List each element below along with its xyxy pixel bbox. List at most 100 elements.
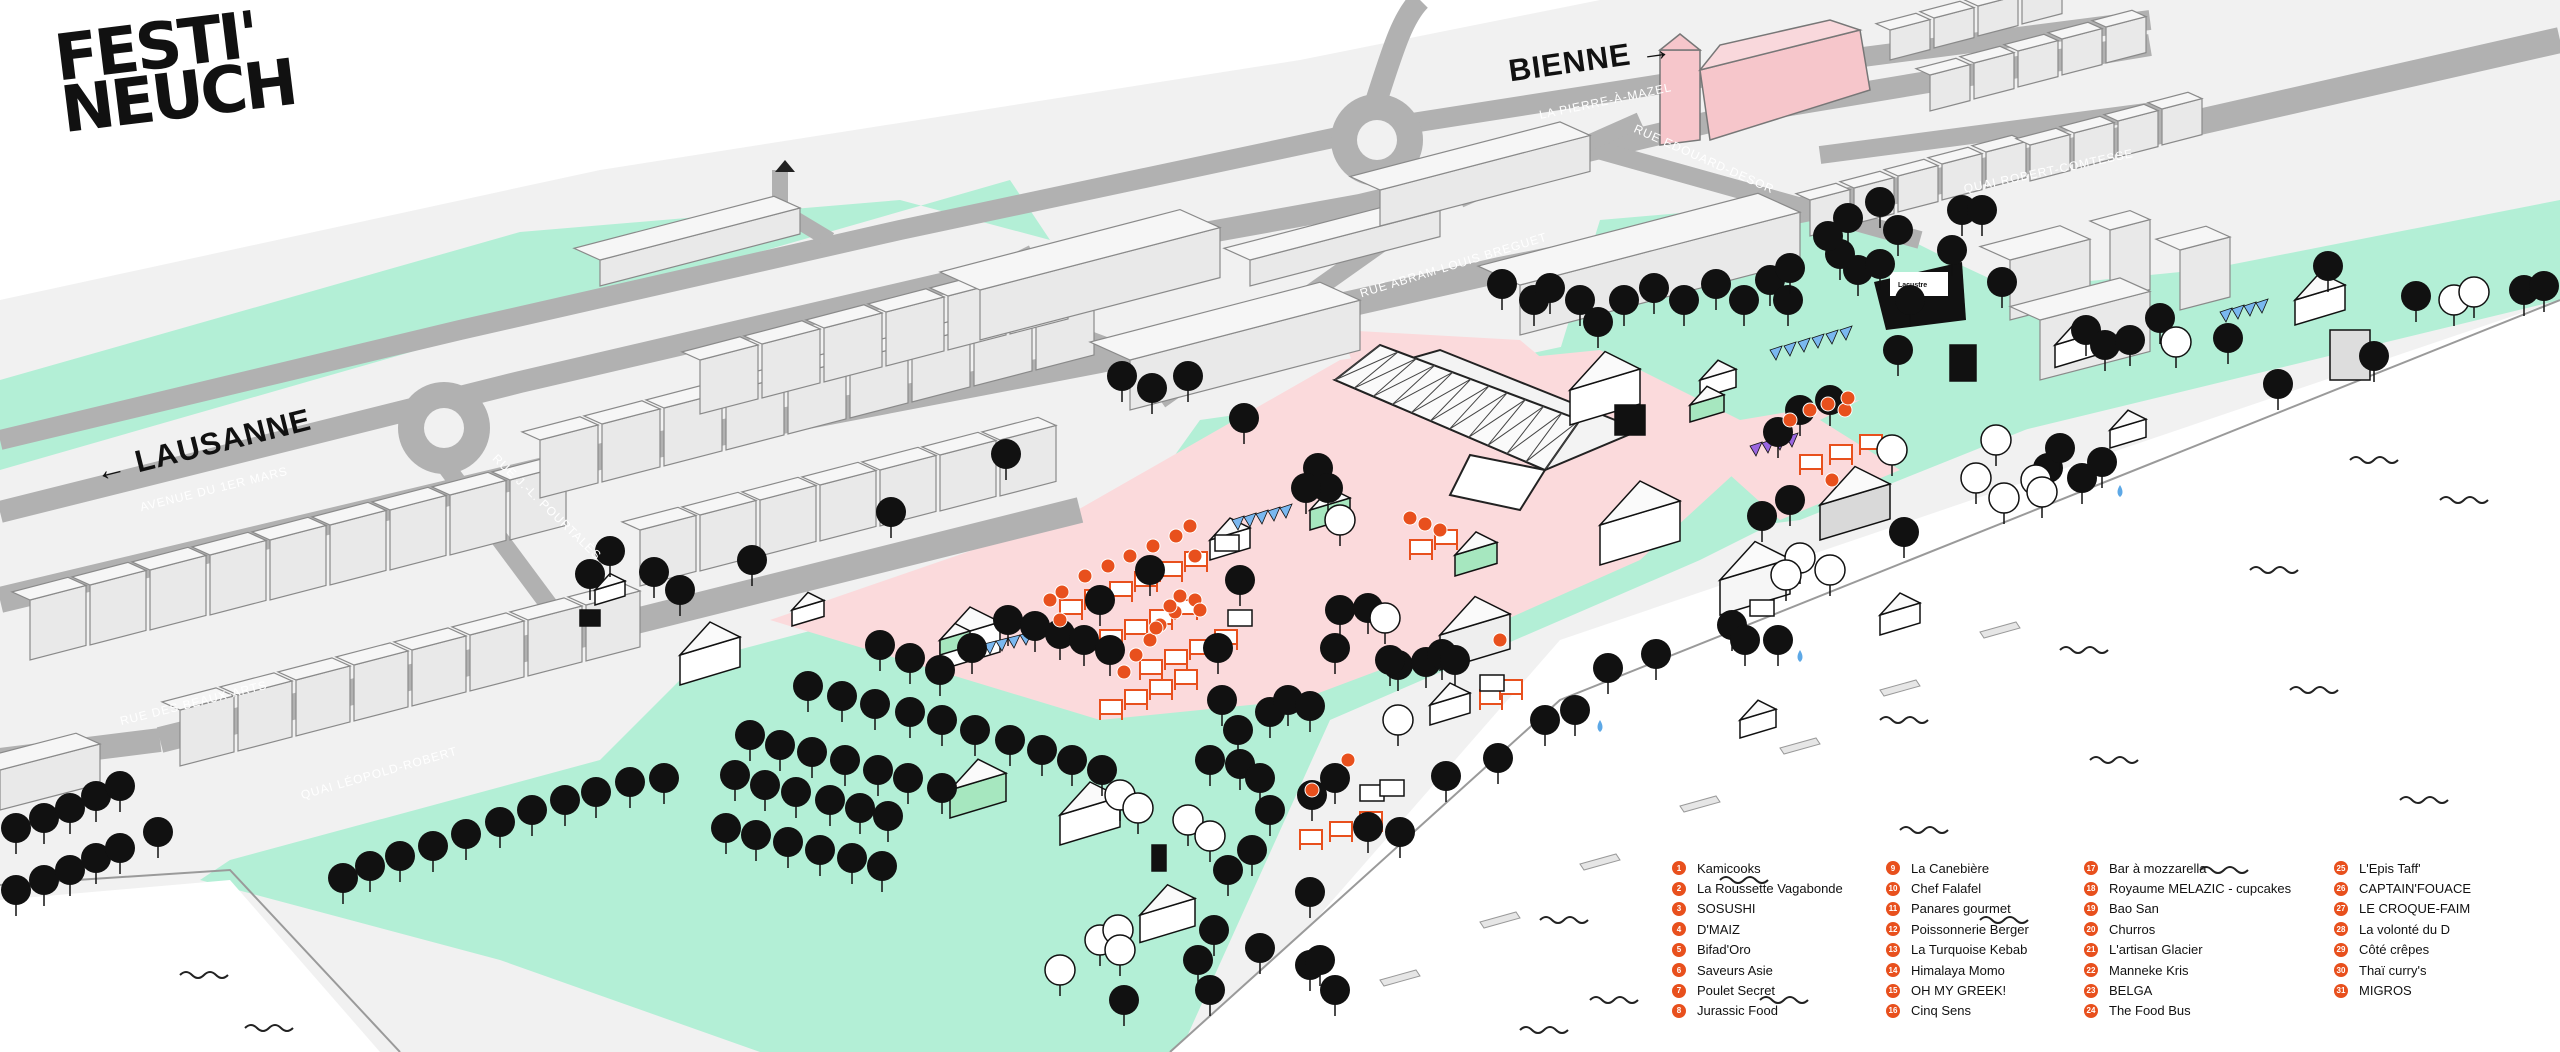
building-roof bbox=[334, 642, 410, 666]
building-roof bbox=[1958, 45, 2016, 64]
building-roof bbox=[742, 320, 822, 345]
black-tree bbox=[1987, 267, 2017, 297]
black-tree bbox=[1833, 203, 1863, 233]
stand-number-marker bbox=[1128, 647, 1144, 663]
black-tree bbox=[1535, 273, 1565, 303]
building-blocks bbox=[0, 0, 2232, 811]
food-stand bbox=[1164, 649, 1188, 665]
building-roof bbox=[0, 732, 102, 771]
tent-roof bbox=[677, 621, 743, 657]
black-tree bbox=[720, 760, 750, 790]
black-tree bbox=[1137, 373, 1167, 403]
tent-roof bbox=[1817, 465, 1893, 507]
water-ripple bbox=[244, 1024, 294, 1032]
building-roof bbox=[1978, 225, 2092, 261]
white-stand bbox=[1479, 674, 1505, 692]
black-tree bbox=[1087, 755, 1117, 785]
black-tree bbox=[1203, 633, 1233, 663]
building-roof bbox=[2002, 33, 2060, 52]
legend-number-badge: 22 bbox=[2084, 963, 2098, 978]
water-ripples bbox=[179, 456, 2489, 1034]
legend-number-badge: 20 bbox=[2084, 922, 2098, 937]
roundabout-east-center bbox=[1357, 120, 1397, 160]
legend-stand-name: The Food Bus bbox=[2109, 1003, 2191, 1019]
black-tree bbox=[2090, 330, 2120, 360]
stand-number-marker bbox=[1492, 632, 1508, 648]
black-tree bbox=[1883, 335, 1913, 365]
black-tree bbox=[1353, 812, 1383, 842]
building-roof bbox=[392, 627, 468, 651]
stand-number-marker bbox=[1402, 510, 1418, 526]
legend-stand-name: Poissonnerie Berger bbox=[1911, 921, 2029, 937]
black-tree bbox=[711, 813, 741, 843]
white-tree bbox=[1194, 820, 1226, 852]
black-tree bbox=[1213, 855, 1243, 885]
legend-number-badge: 28 bbox=[2334, 922, 2348, 937]
black-tree bbox=[665, 575, 695, 605]
blue-flag bbox=[1243, 512, 1257, 528]
black-tree bbox=[773, 827, 803, 857]
white-tree bbox=[1814, 554, 1846, 586]
food-stand bbox=[1059, 599, 1083, 615]
legend-number-badge: 13 bbox=[1886, 942, 1900, 957]
stand-number-marker bbox=[1162, 598, 1178, 614]
black-tree bbox=[81, 781, 111, 811]
stand-number-marker bbox=[1052, 612, 1068, 628]
tent-roof bbox=[1717, 540, 1793, 582]
black-tree bbox=[927, 705, 957, 735]
black-tree bbox=[1320, 975, 1350, 1005]
black-tree bbox=[2359, 341, 2389, 371]
building-roof bbox=[160, 687, 236, 711]
black-tree bbox=[1530, 705, 1560, 735]
black-tree bbox=[1641, 639, 1671, 669]
building-roof bbox=[1926, 146, 1984, 165]
stand-number-marker bbox=[1340, 752, 1356, 768]
black-tree bbox=[1773, 285, 1803, 315]
main-hall bbox=[1332, 343, 1643, 512]
black-tree bbox=[1237, 835, 1267, 865]
festi-neuch-logo: FESTI' NEUCH bbox=[51, 0, 299, 149]
water-ripple bbox=[1539, 916, 1589, 924]
blue-flag bbox=[1769, 345, 1783, 361]
black-tree bbox=[1107, 361, 1137, 391]
legend-number-badge: 15 bbox=[1886, 983, 1900, 998]
black-tree bbox=[797, 737, 827, 767]
legend-stand-name: La Roussette Vagabonde bbox=[1697, 881, 1843, 897]
black-tree bbox=[1195, 975, 1225, 1005]
black-tree bbox=[355, 851, 385, 881]
black-tree bbox=[1609, 285, 1639, 315]
building-roof bbox=[2014, 127, 2072, 146]
black-tree bbox=[876, 497, 906, 527]
food-stand bbox=[1329, 821, 1353, 837]
building-roof bbox=[920, 431, 998, 456]
black-tree bbox=[1729, 285, 1759, 315]
building-roof bbox=[1963, 0, 2004, 7]
water-ripple bbox=[2199, 866, 2249, 874]
black-tree bbox=[1730, 625, 1760, 655]
black-tree bbox=[55, 793, 85, 823]
water-drop-icon bbox=[2117, 485, 2123, 497]
legend-number-badge: 12 bbox=[1886, 922, 1900, 937]
black-tree bbox=[1639, 273, 1669, 303]
black-tree bbox=[873, 801, 903, 831]
legend-item: 12 Poissonnerie Berger bbox=[1886, 919, 2101, 939]
blue-flag bbox=[1267, 506, 1281, 522]
water-ripple bbox=[179, 971, 229, 979]
north-arrow-icon bbox=[775, 160, 795, 172]
black-tree bbox=[1135, 555, 1165, 585]
building-roof bbox=[1914, 57, 1972, 76]
water-ripple bbox=[1759, 996, 1809, 1004]
food-stand bbox=[1174, 669, 1198, 685]
building-roof bbox=[310, 501, 388, 526]
legend-stand-name: LE CROQUE-FAIM bbox=[2359, 901, 2471, 917]
stand-number-marker bbox=[1802, 402, 1818, 418]
blue-flag bbox=[1825, 329, 1839, 345]
black-tree bbox=[1069, 625, 1099, 655]
